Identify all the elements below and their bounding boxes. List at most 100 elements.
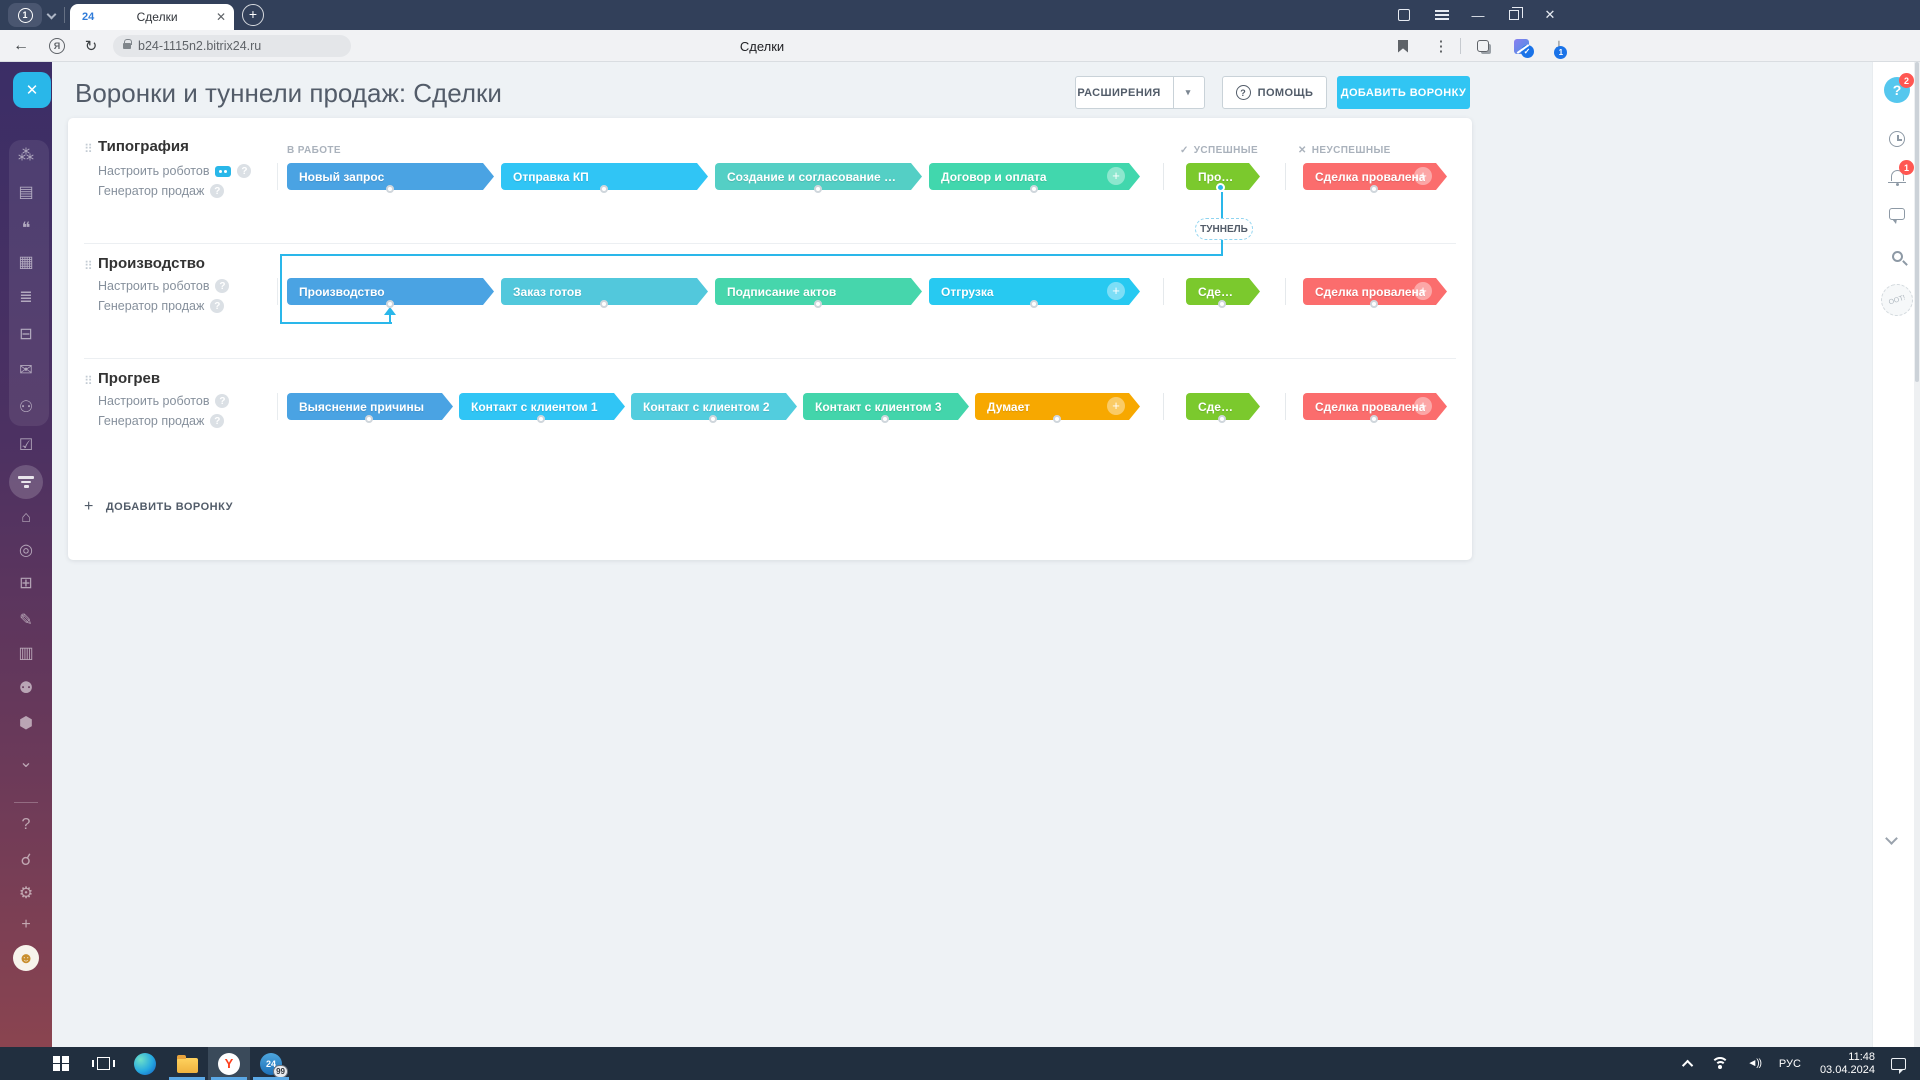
hint-icon[interactable]: ? — [210, 299, 225, 313]
hint-icon[interactable]: ? — [215, 394, 230, 408]
sidebar-network-icon[interactable]: ☌ — [20, 852, 32, 869]
generator-link[interactable]: Генератор продаж ? — [98, 414, 225, 428]
sidebar-drive-icon[interactable]: ⊟ — [19, 326, 33, 343]
edge-taskbar-icon[interactable] — [124, 1047, 166, 1080]
sidebar-documents-icon[interactable]: ≣ — [19, 289, 33, 306]
window-close-button[interactable]: ✕ — [1544, 7, 1556, 22]
action-center-icon[interactable] — [1891, 1057, 1906, 1074]
side-panel-icon[interactable] — [1386, 0, 1422, 30]
sidebar-calendar-icon[interactable]: ▦ — [18, 254, 34, 271]
add-stage-icon[interactable]: + — [1107, 167, 1125, 185]
address-bar[interactable]: b24-1115n2.bitrix24.ru — [113, 35, 351, 57]
add-stage-icon[interactable]: + — [1414, 282, 1432, 300]
explorer-taskbar-icon[interactable] — [166, 1047, 208, 1080]
hint-icon[interactable]: ? — [210, 184, 225, 198]
sidebar-settings-icon[interactable]: ⚙ — [18, 885, 34, 902]
generator-link[interactable]: Генератор продаж ? — [98, 299, 225, 313]
browser-menu-icon[interactable] — [1424, 0, 1460, 30]
help-button[interactable]: ? ПОМОЩЬ — [1222, 76, 1327, 109]
bookmark-icon[interactable] — [1390, 30, 1416, 62]
funnel-drag-handle[interactable]: ⠿ — [84, 142, 93, 156]
sidebar-crm-icon[interactable] — [9, 465, 43, 499]
kebab-menu-icon[interactable]: ⋮ — [1433, 38, 1449, 55]
add-funnel-link[interactable]: + ДОБАВИТЬ ВОРОНКУ — [84, 498, 233, 515]
sidebar-invite-icon[interactable]: ⁂ — [18, 147, 34, 164]
extensions-button[interactable]: РАСШИРЕНИЯ ▾ — [1075, 76, 1205, 109]
stage-connector-dot[interactable] — [1030, 300, 1038, 308]
search-icon[interactable] — [1884, 243, 1910, 269]
sidebar-live-feed-icon[interactable]: ▤ — [18, 184, 34, 201]
generator-link[interactable]: Генератор продаж ? — [98, 184, 225, 198]
stage-connector-dot[interactable] — [1030, 185, 1038, 193]
sidebar-messenger-icon[interactable]: ❝ — [21, 220, 31, 237]
hint-icon[interactable]: ? — [237, 164, 252, 178]
stage-connector-dot[interactable] — [709, 415, 717, 423]
funnel-title[interactable]: Производство — [98, 255, 205, 272]
promo-widget[interactable]: ООТ! — [1876, 279, 1918, 321]
sidebar-more-icon[interactable]: ⌄ — [19, 754, 33, 771]
sidebar-add-icon[interactable]: + — [21, 916, 31, 933]
sidebar-catalog-icon[interactable]: ⬢ — [19, 715, 33, 732]
volume-icon[interactable]: ◄)) — [1747, 1058, 1762, 1069]
stage-connector-dot[interactable] — [386, 300, 394, 308]
robots-link[interactable]: Настроить роботов ? — [98, 394, 230, 408]
stage-connector-dot[interactable] — [814, 185, 822, 193]
yandex-button[interactable]: Я — [44, 30, 70, 62]
funnel-title[interactable]: Прогрев — [98, 370, 161, 387]
sidebar-collapse-button[interactable]: ✕ — [13, 72, 51, 108]
add-stage-icon[interactable]: + — [1107, 282, 1125, 300]
tab-close-icon[interactable]: ✕ — [215, 10, 226, 24]
screenshot-extension-icon[interactable]: ✓ — [1506, 30, 1536, 62]
back-button[interactable]: ← — [13, 37, 29, 54]
stage-connector-dot[interactable] — [1370, 415, 1378, 423]
add-funnel-button[interactable]: ДОБАВИТЬ ВОРОНКУ — [1337, 76, 1470, 109]
stage-connector-dot[interactable] — [600, 185, 608, 193]
funnel-drag-handle[interactable]: ⠿ — [84, 259, 93, 273]
stage-connector-dot[interactable] — [1370, 185, 1378, 193]
sidebar-tasks-icon[interactable]: ☑ — [18, 437, 34, 454]
page-scrollbar[interactable] — [1914, 62, 1920, 1047]
notifications-bell-icon[interactable]: 1 — [1884, 160, 1914, 190]
task-view-button[interactable] — [82, 1047, 124, 1080]
add-stage-icon[interactable]: + — [1107, 397, 1125, 415]
stage-connector-dot[interactable] — [814, 300, 822, 308]
refresh-button[interactable]: ↻ — [84, 38, 98, 55]
stage-connector-dot[interactable] — [1370, 300, 1378, 308]
tab-group-button[interactable]: 1 — [8, 3, 42, 27]
sidebar-help-icon[interactable]: ? — [21, 816, 31, 833]
hint-icon[interactable]: ? — [215, 279, 230, 293]
sidebar-sales-icon[interactable]: ⊞ — [19, 575, 33, 592]
stage-connector-dot[interactable] — [1053, 415, 1061, 423]
tray-expand-icon[interactable] — [1682, 1059, 1694, 1071]
stage-connector-dot[interactable] — [386, 185, 394, 193]
user-avatar[interactable]: ☻ — [13, 945, 39, 971]
scroll-down-icon[interactable] — [1885, 832, 1898, 845]
stage-connector-dot[interactable] — [1218, 415, 1226, 423]
language-indicator[interactable]: РУС — [1778, 1057, 1801, 1070]
window-restore-button[interactable] — [1496, 0, 1532, 30]
stage-connector-dot[interactable] — [365, 415, 373, 423]
history-icon[interactable] — [1884, 126, 1910, 152]
robots-link[interactable]: Настроить роботов ? — [98, 164, 252, 178]
hint-icon[interactable]: ? — [210, 414, 225, 428]
extensions-caret-icon[interactable]: ▾ — [1172, 77, 1203, 108]
sidebar-store-icon[interactable]: ⌂ — [21, 509, 31, 526]
collections-icon[interactable] — [1468, 30, 1498, 62]
browser-tab-active[interactable]: 24 Сделки ✕ — [70, 4, 234, 30]
chat-icon[interactable] — [1884, 201, 1910, 227]
funnel-title[interactable]: Типография — [98, 138, 189, 155]
sidebar-robots-icon[interactable]: ⚉ — [18, 680, 34, 697]
tunnel-badge[interactable]: ТУННЕЛЬ — [1195, 218, 1253, 240]
wifi-icon[interactable] — [1711, 1056, 1730, 1071]
stage-connector-dot[interactable] — [1218, 300, 1226, 308]
funnel-drag-handle[interactable]: ⠿ — [84, 374, 93, 388]
downloads-icon[interactable]: ⤓1 — [1544, 30, 1574, 62]
new-tab-button[interactable]: + — [242, 4, 264, 26]
sidebar-marketing-icon[interactable]: ◎ — [19, 542, 33, 559]
stage-connector-dot[interactable] — [881, 415, 889, 423]
sidebar-employees-icon[interactable]: ⚇ — [18, 399, 34, 416]
add-stage-icon[interactable]: + — [1414, 397, 1432, 415]
sidebar-contacts-icon[interactable]: ▥ — [18, 645, 34, 662]
sidebar-sign-icon[interactable]: ✎ — [19, 612, 33, 629]
